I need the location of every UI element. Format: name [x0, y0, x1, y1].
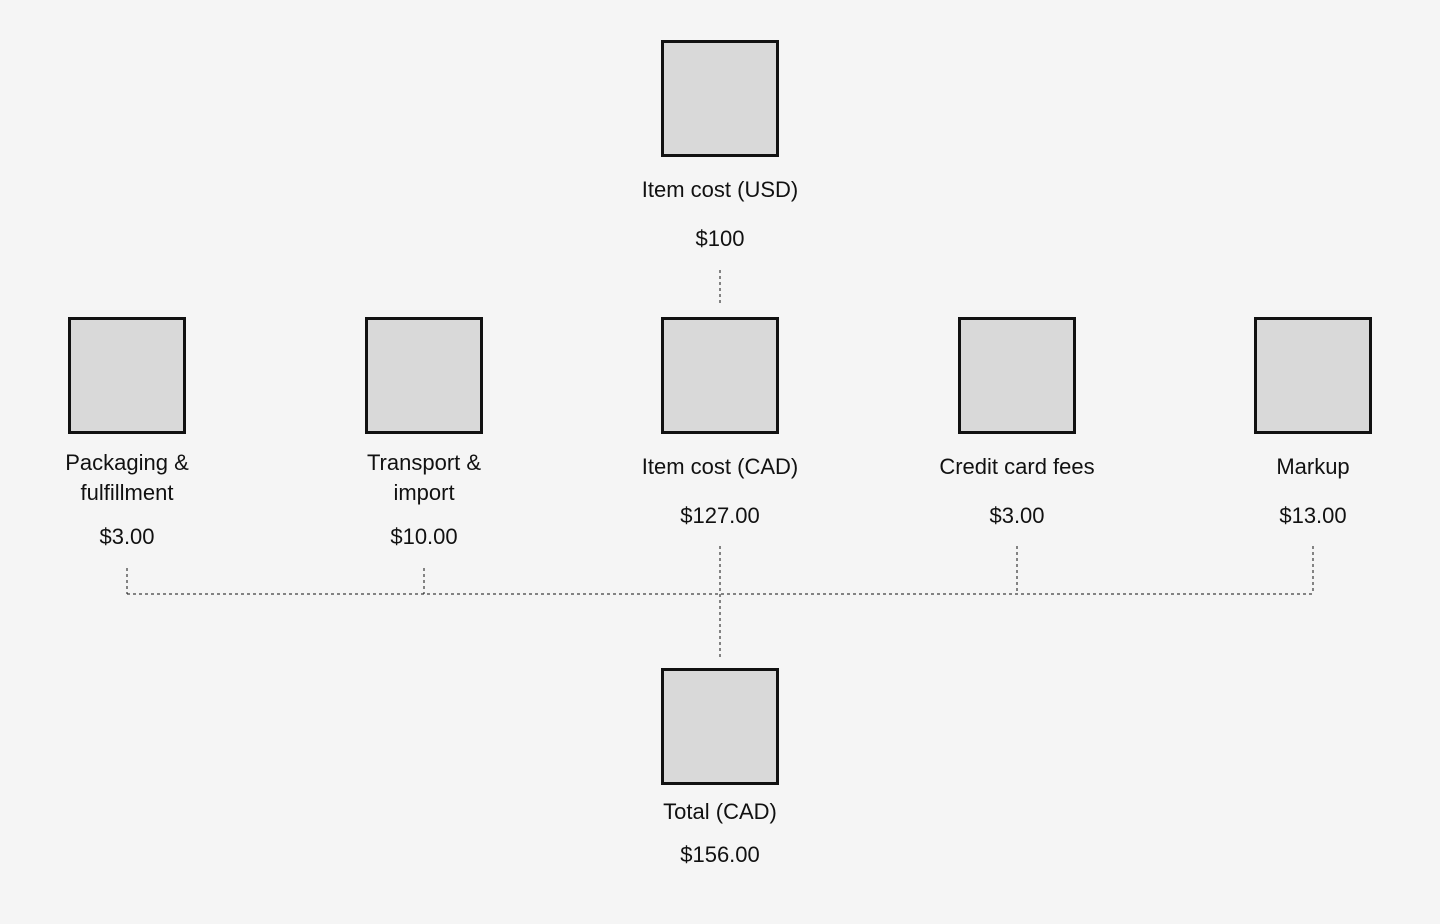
- item-cost-cad-value: $127.00: [680, 503, 760, 528]
- item-cost-usd-label: Item cost (USD): [641, 177, 799, 202]
- markup-box: [1254, 317, 1372, 434]
- packaging-label-line-2: fulfillment: [80, 480, 174, 505]
- markup-label: Markup: [1276, 454, 1350, 479]
- total-box: [661, 668, 779, 785]
- packaging-value: $3.00: [99, 524, 155, 549]
- item-cost-usd-value: $100: [695, 226, 745, 251]
- packaging-box: [68, 317, 186, 434]
- item-cost-usd-box: [661, 40, 779, 157]
- transport-value: $10.00: [390, 524, 458, 549]
- transport-label-line-1: Transport &: [366, 450, 482, 475]
- total-label: Total (CAD): [663, 799, 777, 824]
- packaging-label: Packaging & fulfillment: [27, 448, 227, 508]
- transport-label: Transport & import: [324, 448, 524, 508]
- item-cost-cad-box: [661, 317, 779, 434]
- markup-value: $13.00: [1279, 503, 1347, 528]
- transport-box: [365, 317, 483, 434]
- credit-card-value: $3.00: [989, 503, 1045, 528]
- packaging-label-line-1: Packaging &: [65, 450, 189, 475]
- credit-card-box: [958, 317, 1076, 434]
- transport-label-line-2: import: [393, 480, 455, 505]
- item-cost-cad-label: Item cost (CAD): [641, 454, 799, 479]
- total-value: $156.00: [680, 842, 760, 867]
- credit-card-label: Credit card fees: [939, 454, 1095, 479]
